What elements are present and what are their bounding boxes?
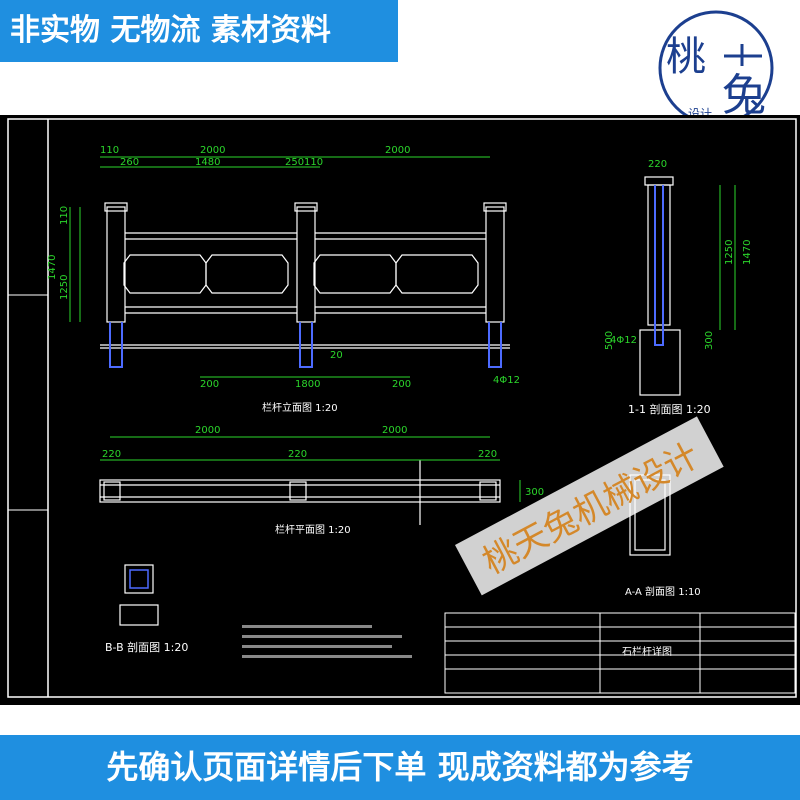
svg-text:220: 220 [288, 449, 307, 460]
cad-drawing: 2000 2000 110 260 1480 250 110 200 1800 … [0, 115, 800, 705]
svg-text:1250: 1250 [59, 275, 70, 300]
svg-text:桃: 桃 [666, 34, 706, 80]
svg-text:2000: 2000 [195, 425, 220, 436]
svg-text:1800: 1800 [295, 379, 320, 390]
svg-text:栏杆立面图 1:20: 栏杆立面图 1:20 [262, 401, 338, 414]
svg-text:220: 220 [648, 159, 667, 170]
svg-text:300: 300 [525, 487, 544, 498]
svg-text:1250: 1250 [724, 240, 735, 265]
svg-text:2000: 2000 [382, 425, 407, 436]
svg-text:110: 110 [59, 206, 70, 225]
svg-text:220: 220 [478, 449, 497, 460]
svg-text:110: 110 [100, 145, 119, 156]
svg-text:260: 260 [120, 157, 139, 168]
svg-text:4Φ12: 4Φ12 [493, 375, 520, 386]
svg-text:A-A 剖面图 1:10: A-A 剖面图 1:10 [625, 585, 701, 598]
svg-text:4Φ12: 4Φ12 [610, 335, 637, 346]
svg-text:1470: 1470 [742, 240, 753, 265]
svg-text:2000: 2000 [385, 145, 410, 156]
svg-text:2000: 2000 [200, 145, 225, 156]
svg-text:500: 500 [604, 331, 615, 350]
logo: 桃 兔 设计 [652, 8, 780, 128]
bottom-banner: 先确认页面详情后下单 现成资料都为参考 [0, 735, 800, 800]
svg-text:兔: 兔 [722, 70, 766, 121]
svg-text:石栏杆详图: 石栏杆详图 [622, 645, 672, 658]
svg-text:1470: 1470 [47, 255, 58, 280]
svg-text:250: 250 [285, 157, 304, 168]
svg-text:1480: 1480 [195, 157, 220, 168]
svg-text:B-B 剖面图 1:20: B-B 剖面图 1:20 [105, 640, 188, 654]
svg-text:200: 200 [200, 379, 219, 390]
svg-text:200: 200 [392, 379, 411, 390]
top-banner: 非实物 无物流 素材资料 [0, 0, 398, 62]
svg-text:栏杆平面图 1:20: 栏杆平面图 1:20 [275, 523, 351, 536]
svg-text:110: 110 [304, 157, 323, 168]
svg-text:300: 300 [704, 331, 715, 350]
svg-text:220: 220 [102, 449, 121, 460]
svg-text:20: 20 [330, 350, 343, 361]
svg-text:1-1 剖面图 1:20: 1-1 剖面图 1:20 [628, 402, 711, 416]
